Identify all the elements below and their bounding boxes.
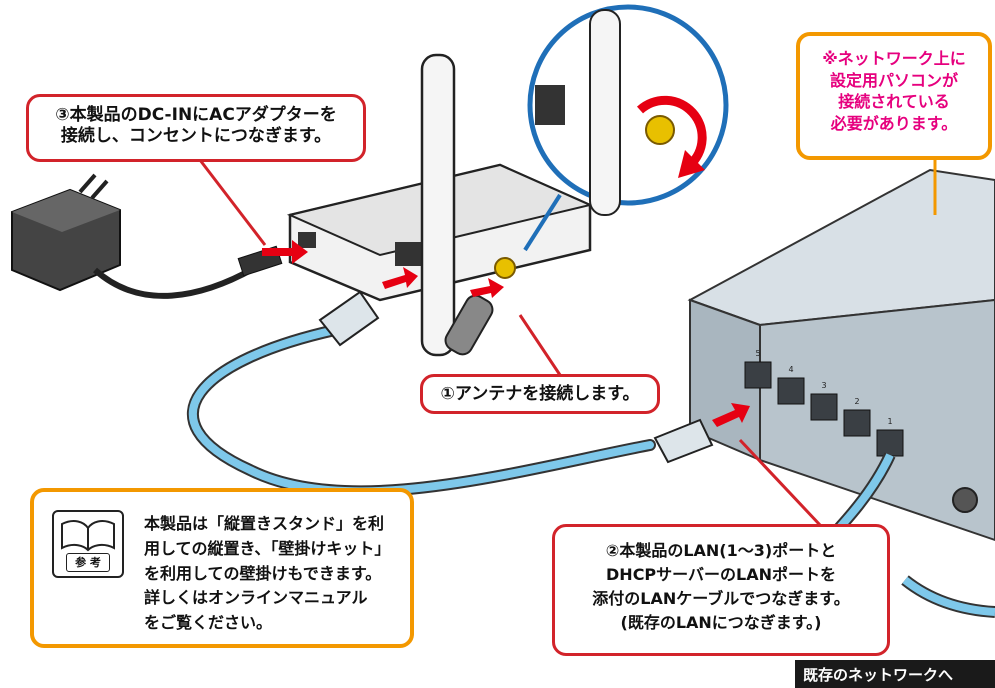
antenna-zoom-circle xyxy=(523,4,729,252)
hub-port-number: 1 xyxy=(887,417,892,426)
hub-ports xyxy=(744,361,904,457)
lan-plug-hub xyxy=(653,418,714,464)
existing-network-cable xyxy=(902,576,995,616)
hub-power-jack xyxy=(952,487,978,513)
hub-port-number: 5 xyxy=(755,349,760,358)
note-line2: 設定用パソコンが xyxy=(829,70,958,90)
callout-lan-line4: (既存のLANにつなぎます。) xyxy=(620,613,822,632)
callout-lan-line1: ②本製品のLAN(1〜3)ポートと xyxy=(605,541,837,560)
hub-port-number: 3 xyxy=(821,381,826,390)
ac-adapter xyxy=(11,173,283,299)
reference-line4: 詳しくはオンラインマニュアル xyxy=(144,588,368,608)
callout-lan-line3: 添付のLANケーブルでつなぎます。 xyxy=(592,589,850,608)
existing-network-label: 既存のネットワークへ xyxy=(795,660,995,688)
callout-adapter-line2: 接続し、コンセントにつなぎます。 xyxy=(60,126,332,147)
note-line1: ※ネットワーク上に xyxy=(822,49,966,68)
reference-line1: 本製品は「縦置きスタンド」を利 xyxy=(144,514,385,533)
insertion-arrows xyxy=(262,240,750,427)
callout-lan-step: ②本製品のLAN(1〜3)ポートと DHCPサーバーのLANポートを 添付のLA… xyxy=(552,524,890,656)
reference-line3: を利用しての壁掛けもできます。 xyxy=(144,563,382,583)
callout-pointers xyxy=(198,158,937,527)
dc-in-port xyxy=(298,232,316,248)
callout-network-note: ※ネットワーク上に 設定用パソコンが 接続されている 必要があります。 xyxy=(796,32,992,160)
antenna-connector xyxy=(494,257,516,279)
note-line4: 必要があります。 xyxy=(830,113,958,133)
hub-port-number: 2 xyxy=(854,397,859,406)
dhcp-server-hub xyxy=(687,168,995,542)
reference-line2: 用しての縦置き、「壁掛けキット」 xyxy=(144,538,391,558)
note-line3: 接続されている xyxy=(838,92,950,112)
reference-line5: をご覧ください。 xyxy=(144,613,273,633)
callout-antenna-text: ①アンテナを接続します。 xyxy=(440,384,640,404)
callout-antenna-step: ①アンテナを接続します。 xyxy=(420,374,660,414)
callout-ac-adapter-step: ③本製品のDC-INにACアダプターを 接続し、コンセントにつなぎます。 xyxy=(26,94,366,162)
book-icon: 参 考 xyxy=(52,510,124,578)
reference-label: 参 考 xyxy=(66,552,110,572)
callout-adapter-line1: ③本製品のDC-INにACアダプターを xyxy=(55,105,337,125)
hub-port-number: 4 xyxy=(788,365,793,374)
wireless-router xyxy=(286,53,594,357)
lan-plug-router xyxy=(318,290,380,347)
reference-box: 参 考 本製品は「縦置きスタンド」を利 用しての縦置き、「壁掛けキット」 を利用… xyxy=(30,488,414,648)
antenna xyxy=(420,53,456,357)
router-lan-port xyxy=(395,242,425,266)
callout-lan-line2: DHCPサーバーのLANポートを xyxy=(606,565,836,584)
lan-cable-blue xyxy=(188,326,654,496)
